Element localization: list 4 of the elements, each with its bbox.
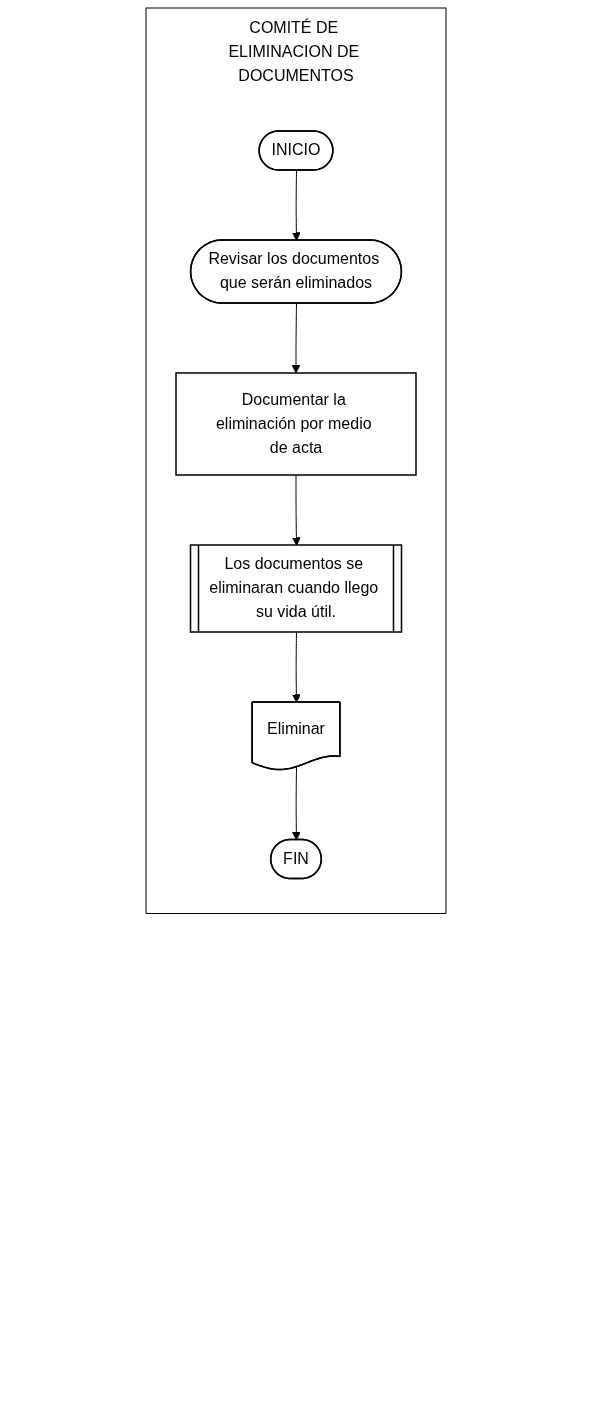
node-box: Documentar la eliminación por medio de acta [175,372,417,476]
arrow [292,170,301,241]
arrow [291,303,301,374]
arrow [292,766,301,841]
